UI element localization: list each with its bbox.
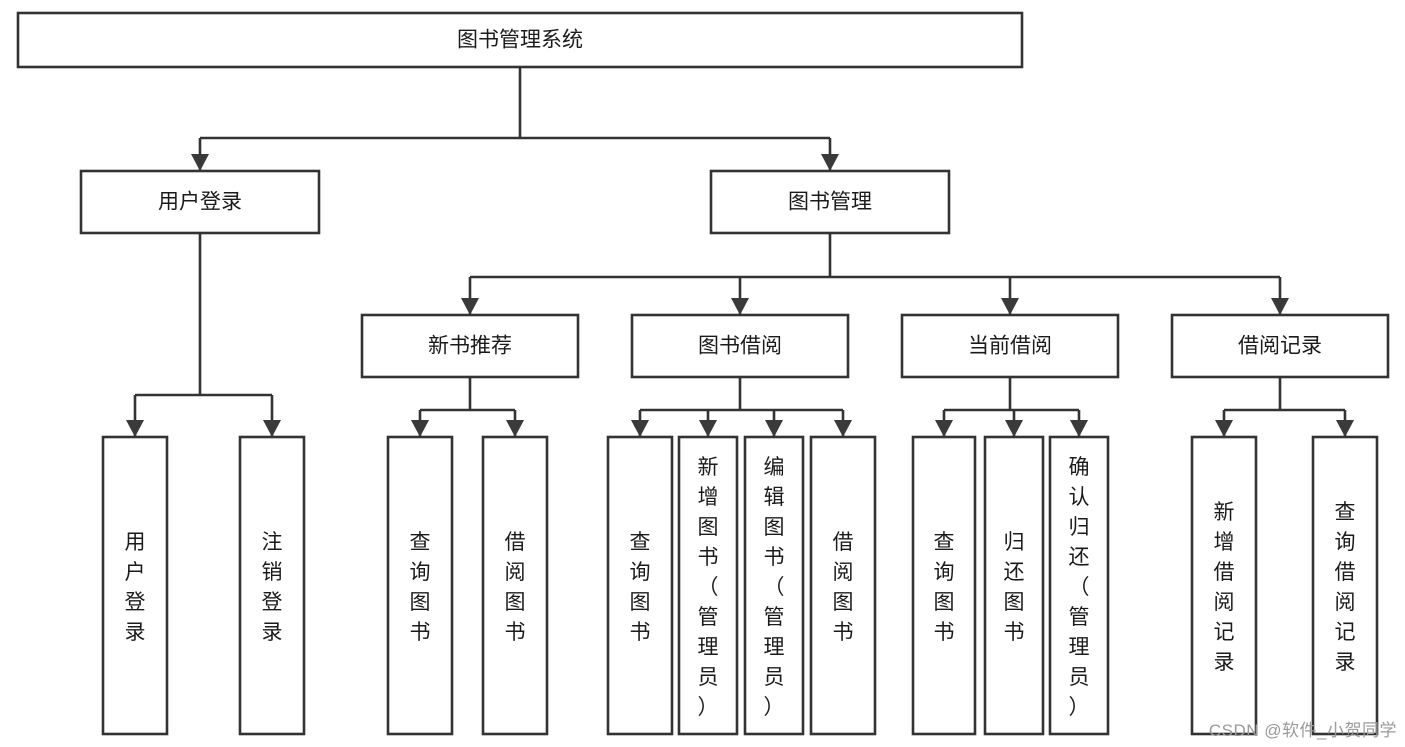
- node-box[interactable]: [677, 435, 739, 736]
- arrow-head-icon: [1271, 298, 1289, 315]
- node-label: 当前借阅: [968, 335, 1052, 358]
- node-label: 新书推荐: [428, 335, 512, 358]
- arrow-head-icon: [191, 154, 209, 171]
- node-box[interactable]: [983, 435, 1045, 736]
- node-box[interactable]: [809, 435, 877, 736]
- node-book-management[interactable]: 图书管理: [709, 169, 951, 235]
- arrow-head-icon: [731, 298, 749, 315]
- node-box[interactable]: [238, 435, 306, 736]
- node-leaf-confirm-return-admin[interactable]: 确认归还（管理员）: [1048, 435, 1110, 736]
- arrow-head-icon: [411, 420, 429, 437]
- node-label: 用户登录: [158, 191, 242, 214]
- node-leaf-user-logout[interactable]: 注销登录: [238, 435, 306, 736]
- node-root[interactable]: 图书管理系统: [16, 11, 1024, 69]
- node-box[interactable]: [606, 435, 674, 736]
- node-label: 确认归还（管理员）: [1069, 456, 1090, 719]
- node-leaf-borrow-book-1[interactable]: 借阅图书: [481, 435, 549, 736]
- node-label: 编辑图书（管理员）: [764, 456, 785, 719]
- arrow-head-icon: [699, 420, 717, 437]
- node-leaf-return-book[interactable]: 归还图书: [983, 435, 1045, 736]
- node-label: 借阅记录: [1238, 335, 1322, 358]
- arrow-head-icon: [263, 420, 281, 437]
- node-box[interactable]: [630, 313, 850, 379]
- arrow-head-icon: [1005, 420, 1023, 437]
- node-leaf-query-book-2[interactable]: 查询图书: [606, 435, 674, 736]
- node-box[interactable]: [1048, 435, 1110, 736]
- node-leaf-add-book-admin[interactable]: 新增图书（管理员）: [677, 435, 739, 736]
- arrow-head-icon: [461, 298, 479, 315]
- node-box[interactable]: [1190, 435, 1258, 736]
- arrow-head-icon: [834, 420, 852, 437]
- node-new-book-recommend[interactable]: 新书推荐: [360, 313, 580, 379]
- node-box[interactable]: [1170, 313, 1390, 379]
- arrow-head-icon: [1001, 298, 1019, 315]
- arrow-head-icon: [821, 154, 839, 171]
- node-box[interactable]: [709, 169, 951, 235]
- connector-layer: [126, 67, 1354, 437]
- node-label: 查询图书: [630, 531, 651, 644]
- arrow-head-icon: [1215, 420, 1233, 437]
- arrow-head-icon: [506, 420, 524, 437]
- node-label: 图书借阅: [698, 335, 782, 358]
- arrow-head-icon: [631, 420, 649, 437]
- arrow-head-icon: [765, 420, 783, 437]
- node-label: 注销登录: [262, 531, 283, 644]
- node-leaf-user-login[interactable]: 用户登录: [101, 435, 169, 736]
- node-current-borrow[interactable]: 当前借阅: [900, 313, 1120, 379]
- node-label: 借阅图书: [505, 531, 526, 644]
- node-box[interactable]: [481, 435, 549, 736]
- node-layer: 图书管理系统用户登录图书管理新书推荐图书借阅当前借阅借阅记录用户登录注销登录查询…: [16, 11, 1390, 736]
- node-leaf-query-book-1[interactable]: 查询图书: [386, 435, 454, 736]
- node-box[interactable]: [16, 11, 1024, 69]
- arrow-head-icon: [1336, 420, 1354, 437]
- node-box[interactable]: [1311, 435, 1379, 736]
- node-label: 新增借阅记录: [1214, 501, 1235, 674]
- csdn-watermark: CSDN @软件_小贺同学: [1208, 721, 1397, 740]
- node-box[interactable]: [911, 435, 977, 736]
- node-label: 查询图书: [410, 531, 431, 644]
- node-box[interactable]: [101, 435, 169, 736]
- arrow-head-icon: [1070, 420, 1088, 437]
- arrow-head-icon: [126, 420, 144, 437]
- node-user-login[interactable]: 用户登录: [79, 169, 321, 235]
- node-label: 图书管理: [788, 191, 872, 214]
- node-leaf-query-borrow-record[interactable]: 查询借阅记录: [1311, 435, 1379, 736]
- node-box[interactable]: [743, 435, 805, 736]
- node-box[interactable]: [900, 313, 1120, 379]
- arrow-head-icon: [935, 420, 953, 437]
- node-leaf-edit-book-admin[interactable]: 编辑图书（管理员）: [743, 435, 805, 736]
- node-box[interactable]: [360, 313, 580, 379]
- node-label: 借阅图书: [833, 531, 854, 644]
- node-leaf-add-borrow-record[interactable]: 新增借阅记录: [1190, 435, 1258, 736]
- node-box[interactable]: [79, 169, 321, 235]
- node-label: 新增图书（管理员）: [698, 456, 719, 719]
- node-box[interactable]: [386, 435, 454, 736]
- node-label: 用户登录: [125, 531, 146, 644]
- node-label: 归还图书: [1004, 531, 1025, 644]
- node-label: 图书管理系统: [457, 29, 583, 52]
- node-label: 查询图书: [934, 531, 955, 644]
- node-leaf-borrow-book-2[interactable]: 借阅图书: [809, 435, 877, 736]
- node-book-borrow[interactable]: 图书借阅: [630, 313, 850, 379]
- node-leaf-query-book-3[interactable]: 查询图书: [911, 435, 977, 736]
- node-borrow-record[interactable]: 借阅记录: [1170, 313, 1390, 379]
- node-label: 查询借阅记录: [1335, 501, 1356, 674]
